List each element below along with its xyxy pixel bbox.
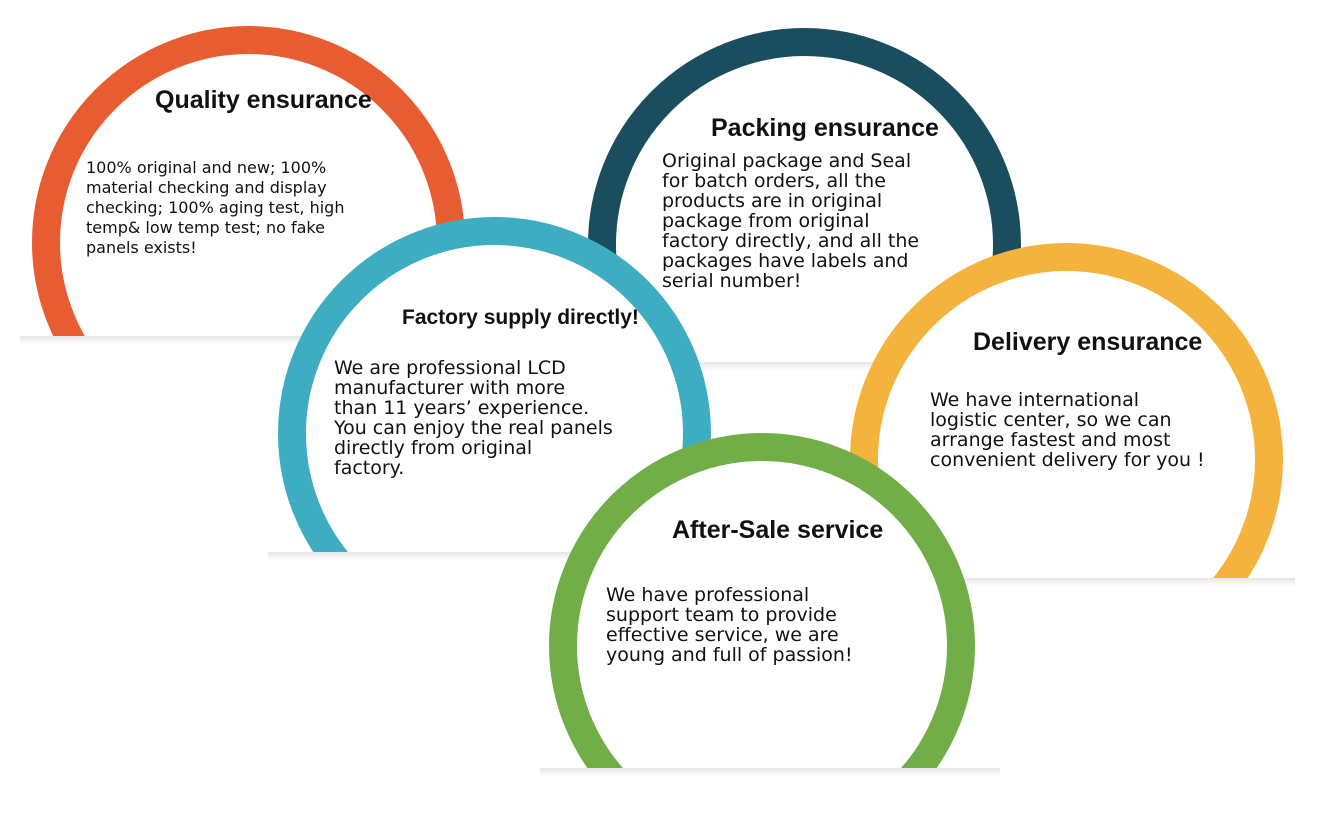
delivery-text: We have international logistic center, s… [930, 389, 1205, 471]
packing-title: Packing ensurance [711, 114, 939, 142]
packing-base-shadow [580, 362, 1030, 370]
aftersale-title: After-Sale service [672, 516, 884, 544]
aftersale-base-shadow [540, 768, 1000, 776]
aftersale-text: We have professional support team to pro… [606, 584, 853, 666]
quality-ensurance-circle: Quality ensurance 100% original and new;… [20, 22, 470, 344]
delivery-title: Delivery ensurance [973, 328, 1203, 356]
after-sale-service-circle: After-Sale service We have professional … [540, 428, 1000, 776]
factory-base-shadow [268, 552, 718, 560]
quality-base-shadow [20, 336, 470, 344]
delivery-base-shadow [845, 578, 1295, 586]
quality-title: Quality ensurance [155, 86, 372, 114]
packing-ensurance-circle: Packing ensurance Original package and S… [580, 22, 1030, 370]
factory-title: Factory supply directly! [402, 306, 639, 329]
quality-text: 100% original and new; 100% material che… [86, 158, 345, 257]
packing-text: Original package and Seal for batch orde… [662, 150, 920, 292]
factory-text: We are professional LCD manufacturer wit… [334, 357, 613, 479]
